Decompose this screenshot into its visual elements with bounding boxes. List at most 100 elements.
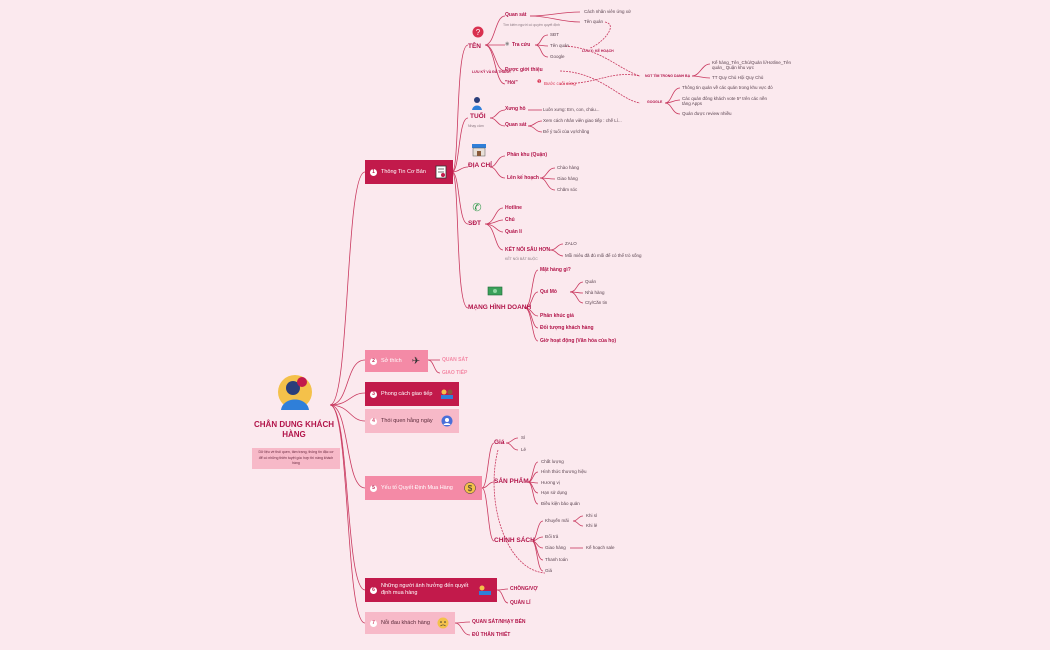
branch-number: 3 — [370, 390, 377, 398]
yeu-to-hinh-thuc: Hình thức thương hiệu — [541, 469, 587, 474]
money-icon — [487, 285, 503, 297]
ten-hoi[interactable]: "Hỏi" — [505, 80, 518, 86]
so-thich-giao-tiep[interactable]: GIAO TIẾP — [442, 370, 468, 376]
tuoi-xem-cach: Xem cách nhân viên giao tiếp : chế Lí... — [543, 118, 622, 123]
ten-luu-y: LƯU Ý: KẾ HOẠCH — [582, 49, 614, 53]
mang-quan: Quán — [585, 279, 597, 284]
branch-label: Phong cách giao tiếp — [381, 391, 433, 397]
person-silhouette-icon — [470, 96, 484, 110]
yeu-to-ke-hoach-sale: Kế hoạch sale — [586, 545, 615, 550]
noi-dau-quan-sat[interactable]: QUAN SÁT/NHẠY BÉN — [472, 619, 526, 625]
ten-cach-nhan-vien: Cách nhân viên ứng xử — [584, 9, 632, 14]
ten-duoc-gioi-thieu[interactable]: Được giới thiệu — [505, 67, 543, 73]
branch-noi-dau[interactable]: 7 Nỗi đau khách hàng — [365, 612, 455, 634]
warning-icon: ❶ — [537, 79, 542, 85]
ten-sdt: SĐT — [550, 32, 559, 37]
phone-icon: ✆ — [472, 201, 482, 214]
yeu-to-dieu-kien: Điều kiện bảo quản — [541, 501, 580, 506]
tuoi-title: TUỔI — [470, 113, 486, 120]
ten-google-node: GOOGLE — [647, 100, 663, 104]
sdt-chu[interactable]: Chủ — [505, 217, 515, 223]
branch-label: Nỗi đau khách hàng — [381, 620, 430, 626]
branch-label: Thông Tin Cơ Bản — [381, 169, 426, 175]
dia-chi-len-ke-hoach[interactable]: Lên kế hoạch — [507, 175, 539, 181]
noi-dau-du-than-thiet[interactable]: ĐỦ THÂN THIẾT — [472, 632, 511, 638]
sdt-ket-noi[interactable]: KẾT NỐI SÂU HƠN — [505, 247, 551, 253]
mang-gio-hoat-dong[interactable]: Giờ hoạt động (Văn hóa của họ) — [540, 338, 617, 344]
store-icon — [471, 143, 487, 157]
tuoi-quan-sat[interactable]: Quan sát — [505, 122, 527, 128]
branch-label: Thói quen hằng ngày — [381, 418, 433, 424]
sdt-quan-li[interactable]: Quản lí — [505, 229, 522, 235]
sdt-zalo: ZALO — [565, 241, 577, 246]
ten-g1: Thông tin quán về các quán trong khu vực… — [682, 85, 773, 90]
customer-avatar-icon — [275, 372, 315, 412]
search-icon: ◉ — [505, 41, 510, 47]
sad-face-icon — [436, 616, 450, 630]
dollar-icon: $ — [463, 481, 477, 495]
dia-chi-cham-soc: Chăm sóc — [557, 187, 578, 192]
mang-qui-mo[interactable]: Qui Mô — [540, 289, 557, 295]
tuoi-luon-xung: Luôn xưng: Em, con, cháu... — [543, 107, 600, 112]
ten-quan-sat-note: Tìm kiếm người có quyền quyết định — [503, 23, 560, 27]
yeu-to-khuyen-mai: Khuyến mãi — [545, 518, 569, 523]
nguoi-chong-vo[interactable]: CHỒNG/VỢ — [510, 586, 538, 592]
yeu-to-han-su-dung: Hạn sử dụng — [541, 490, 568, 495]
tuoi-xung-ho[interactable]: Xưng hô — [505, 106, 526, 112]
sdt-ket-noi-note: KẾT NỐI BẮT BUỘC — [505, 257, 538, 261]
ten-title: TÊN — [468, 43, 481, 50]
dia-chi-phan-khu[interactable]: Phân khu (Quận) — [507, 152, 547, 158]
so-thich-quan-sat[interactable]: QUAN SÁT — [442, 357, 469, 363]
branch-number: 5 — [370, 484, 377, 492]
tuoi-side-note: Nhạy cảm — [468, 124, 484, 128]
branch-nguoi-anh-huong[interactable]: 6 Những người ảnh hưởng đến quyết định m… — [365, 578, 497, 602]
branch-number: 2 — [370, 357, 377, 365]
ten-not-tim: NOT TÌM TRONG DANH BẠ — [645, 74, 691, 78]
mang-cty: Cty/Căn tin — [585, 300, 608, 305]
yeu-to-chat-luong: Chất lượng — [541, 459, 564, 464]
ten-tra-cuu[interactable]: Tra cứu — [512, 42, 531, 48]
sdt-hotline[interactable]: Hotline — [505, 205, 522, 211]
dia-chi-chao-hang: Chào hàng — [557, 165, 580, 170]
yeu-to-san-pham: SẢN PHẨM — [494, 478, 529, 485]
branch-phong-cach-giao-tiep[interactable]: 3 Phong cách giao tiếp — [365, 382, 459, 406]
branch-so-thich[interactable]: 2 Sở thích ✈ — [365, 350, 428, 372]
group-icon — [478, 583, 492, 597]
ten-ten-quan: Tên quán — [584, 19, 604, 24]
ten-buoc-cuoi: Bước cuối cùng — [544, 81, 576, 86]
root-title-line2: HÀNG — [282, 430, 306, 440]
yeu-to-giao-hang: Giao hàng — [545, 545, 566, 550]
yeu-to-le: Lẻ — [521, 447, 527, 452]
airplane-icon: ✈ — [411, 355, 421, 367]
branch-thoi-quen-hang-ngay[interactable]: 4 Thói quen hằng ngày — [365, 409, 459, 433]
dia-chi-giao-hang: Giao hàng — [557, 176, 578, 181]
branch-label: Những người ảnh hưởng đến quyết định mua… — [381, 582, 469, 596]
mang-mat-hang[interactable]: Mặt hàng gì? — [540, 267, 571, 273]
dia-chi-title: ĐỊA CHỈ — [468, 162, 492, 169]
person-icon — [440, 414, 454, 428]
question-icon: ? — [472, 26, 484, 38]
ten-ten-quan-2: Tên quán — [550, 43, 570, 48]
branch-number: 4 — [370, 417, 377, 425]
yeu-to-huong-vi: Hương vị — [541, 480, 560, 485]
branch-label: Sở thích — [381, 358, 402, 364]
yeu-to-khi-le: Khi lẻ — [586, 523, 598, 528]
branch-number: 6 — [370, 586, 377, 594]
svg-text:?: ? — [476, 28, 481, 37]
nguoi-quan-li[interactable]: QUẢN LÍ — [510, 600, 531, 606]
ten-quan-sat[interactable]: Quan sát — [505, 12, 527, 18]
mang-phan-khuc[interactable]: Phân khúc giá — [540, 313, 574, 319]
branch-yeu-to-quyet-dinh[interactable]: 5 Yếu tố Quyết Định Mua Hàng $ — [365, 476, 482, 500]
branch-number: 1 — [370, 168, 377, 176]
ten-g2: Các quán đông khách vote 5* trên các nền… — [682, 96, 768, 107]
root-note-line1: Dữ liệu về thói quen, tâm trạng, thông t… — [258, 450, 334, 454]
tuoi-de-y: Để ý tuổi của vợ/chồng — [543, 129, 590, 134]
yeu-to-si: Sỉ — [521, 435, 526, 440]
mang-doi-tuong[interactable]: Đối tượng khách hàng — [540, 325, 594, 331]
branch-thong-tin-co-ban[interactable]: 1 Thông Tin Cơ Bản — [365, 160, 453, 184]
sdt-title: SĐT — [468, 220, 481, 227]
sdt-moi-mieu: Mỗi miêu đã đủ mối để có thể trò sống — [565, 253, 642, 258]
form-icon — [434, 165, 448, 179]
yeu-to-doi-tra: Đổi trả — [545, 534, 559, 539]
